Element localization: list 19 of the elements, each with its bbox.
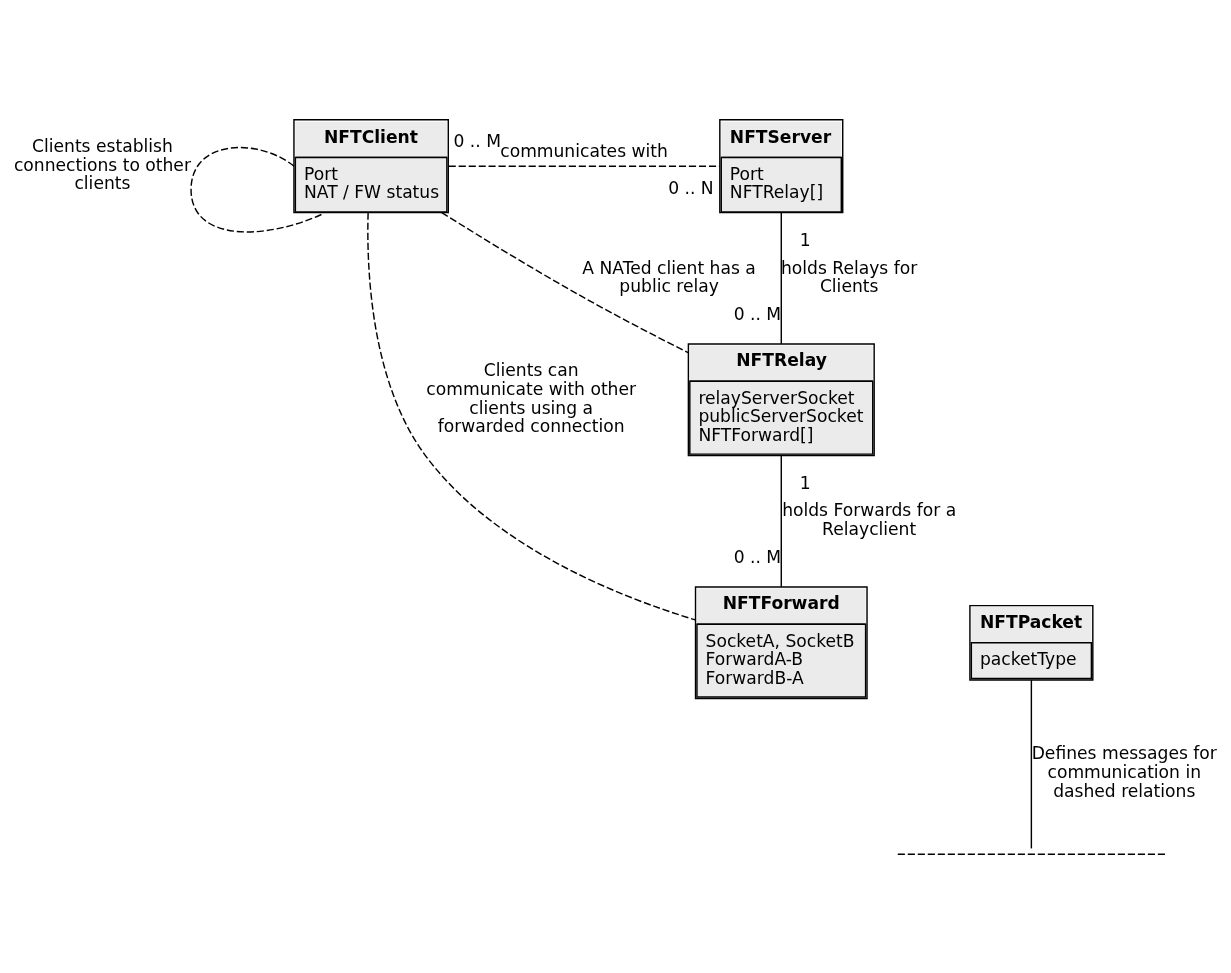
connector xyxy=(441,211,689,353)
node-line xyxy=(897,853,1166,855)
edge-label: Defines messages for communication in dashed relations xyxy=(1031,742,1217,801)
label: 0 .. N xyxy=(668,177,714,198)
edge-label: A NATed client has a public relay xyxy=(582,256,756,296)
edge-label: Clients establish connections to other clients xyxy=(13,135,191,193)
label: 0 .. M xyxy=(453,130,501,151)
connector xyxy=(780,454,782,587)
connector xyxy=(367,211,696,621)
edge-label: holds Relays for Clients xyxy=(781,256,918,296)
connector xyxy=(1030,678,1033,849)
label: 0 .. M xyxy=(733,546,782,567)
edge-label: communicates with xyxy=(500,140,668,161)
edge-label: Clients can communicate with other clients using a forwarded connection xyxy=(426,359,637,436)
label: 1 xyxy=(799,472,811,493)
edge-label: holds Forwards for a Relayclient xyxy=(782,499,957,539)
label: 1 xyxy=(799,229,811,250)
label: 0 .. M xyxy=(733,303,782,324)
connector xyxy=(780,211,782,344)
